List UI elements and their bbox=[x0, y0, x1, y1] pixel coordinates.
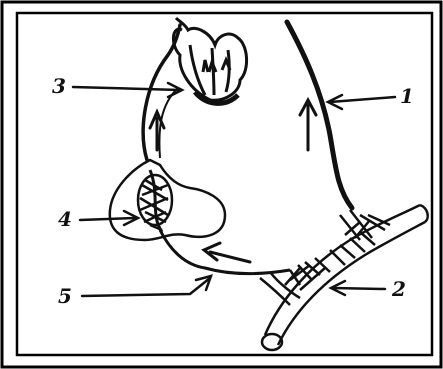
vessel-right-branch bbox=[287, 22, 352, 208]
label-2: 2 bbox=[391, 277, 406, 301]
pointer-2-line bbox=[333, 288, 385, 289]
pointer-5-line bbox=[82, 278, 210, 296]
pointer-3-line bbox=[73, 87, 180, 90]
label-1: 1 bbox=[400, 84, 414, 108]
label-5: 5 bbox=[58, 284, 72, 308]
label-4: 4 bbox=[58, 207, 72, 231]
heart-chambers bbox=[173, 18, 246, 103]
label-pointers bbox=[73, 83, 395, 296]
pointer-4-line bbox=[80, 218, 135, 220]
left-organ bbox=[110, 160, 225, 240]
label-3: 3 bbox=[52, 74, 66, 98]
vessel-bottom bbox=[160, 230, 290, 274]
pointer-1-line bbox=[330, 97, 395, 102]
